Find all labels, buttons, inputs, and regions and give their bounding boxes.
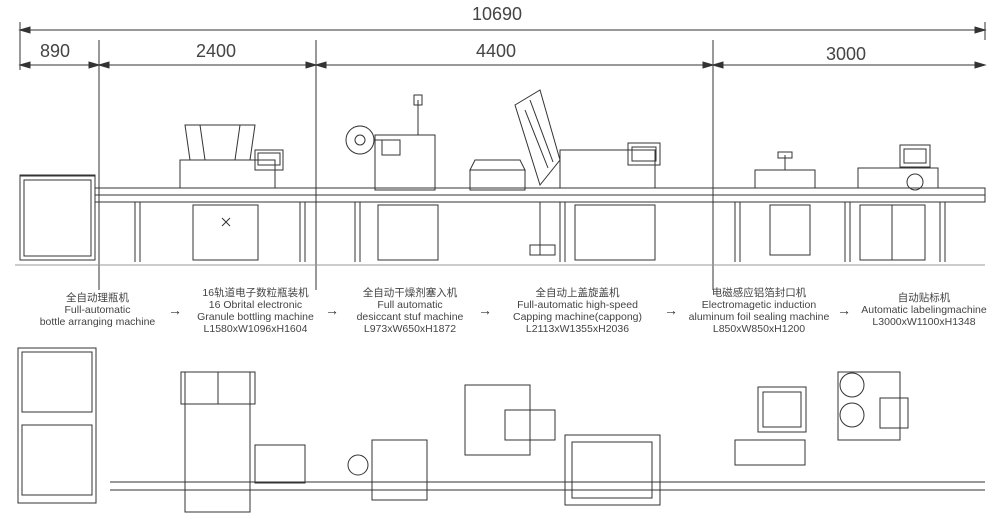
machine-name-zh: 16轨道电子数粒瓶装机: [202, 287, 309, 299]
machine-name-en: desiccant stuf machine: [356, 311, 464, 323]
flow-arrow: →: [168, 302, 182, 318]
machine-size: L850xW850xH1200: [712, 323, 806, 335]
machine-name-zh: 电磁感应铝箔封口机: [711, 287, 807, 299]
machine-caption: 16轨道电子数粒瓶装机 16 Obrital electronic Granul…: [188, 287, 323, 335]
flow-arrow: →: [837, 302, 851, 318]
machine-size: L3000xW1100xH1348: [872, 316, 976, 328]
machine-caption: 电磁感应铝箔封口机 Electromagetic induction alumi…: [685, 287, 833, 335]
machine-caption: 全自动干燥剂塞入机 Full automatic desiccant stuf …: [345, 287, 475, 335]
segment-2-length-label: 2400: [196, 41, 237, 61]
machine-name-en: Capping machine(cappong): [513, 311, 642, 323]
machine-size: L973xW650xH1872: [363, 323, 457, 335]
machine-name-en: aluminum foil sealing machine: [688, 311, 830, 323]
total-length-label: 10690: [472, 4, 523, 24]
segment-3-length-label: 4400: [476, 41, 517, 61]
machine-name-zh: 全自动理瓶机: [66, 292, 129, 304]
segment-1-length-label: 890: [40, 41, 71, 61]
machine-name-en: 16 Obrital electronic: [208, 299, 303, 311]
segment-4-length-label: 3000: [826, 44, 867, 64]
machine-name-zh: 全自动干燥剂塞入机: [362, 287, 458, 299]
flow-arrow: →: [664, 302, 678, 318]
machine-name-en: Full-automatic high-speed: [517, 299, 638, 311]
machine-name-en: Automatic labelingmachine: [861, 304, 987, 316]
machine-name-zh: 全自动上盖旋盖机: [535, 287, 620, 299]
machine-caption: 自动贴标机 Automatic labelingmachine L3000xW1…: [860, 292, 988, 328]
machine-name-en: Full-automatic: [64, 304, 131, 316]
machine-name-zh: 自动贴标机: [897, 292, 951, 304]
machine-name-en: Full automatic: [377, 299, 443, 311]
machine-name-en: Electromagetic induction: [701, 299, 817, 311]
machine-name-en: bottle arranging machine: [39, 316, 156, 328]
flow-arrow: →: [325, 302, 339, 318]
flow-arrow: →: [478, 302, 492, 318]
machine-size: L2113xW1355xH2036: [525, 323, 630, 335]
machine-name-en: Granule bottling machine: [197, 311, 314, 323]
machine-caption: 全自动理瓶机 Full-automatic bottle arranging m…: [25, 292, 170, 328]
machine-caption: 全自动上盖旋盖机 Full-automatic high-speed Cappi…: [505, 287, 650, 335]
machine-size: L1580xW1096xH1604: [203, 323, 308, 335]
